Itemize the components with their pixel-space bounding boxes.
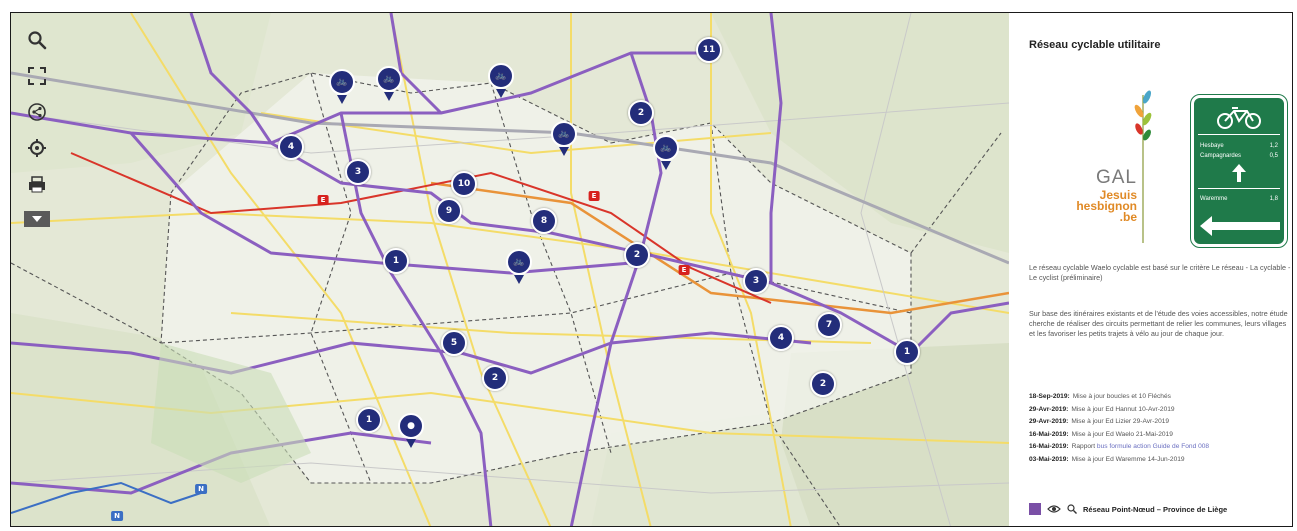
update-date: 18-Sep-2019: xyxy=(1029,393,1070,400)
map-marker[interactable]: 9 xyxy=(436,198,462,224)
bike-pin[interactable]: 🚲 xyxy=(488,63,514,98)
panel-title: Réseau cyclable utilitaire xyxy=(1029,39,1161,51)
arrow-up-icon xyxy=(1232,164,1246,182)
locate-button[interactable] xyxy=(24,135,50,161)
gal-logo-line1: GAL xyxy=(1095,167,1137,188)
location-icon: ● xyxy=(398,413,424,439)
gal-logo-line4: .be xyxy=(1119,210,1137,224)
road-shield: N xyxy=(195,484,207,494)
sign-row-label: Campagnardes xyxy=(1200,153,1242,159)
update-text: Mise à jour Ed Lizier 29-Avr-2019 xyxy=(1071,418,1170,425)
update-item: 18-Sep-2019:Mise à jour boucles et 10 Fl… xyxy=(1029,391,1291,404)
sign-row: Waremme 1,8 xyxy=(1200,196,1278,202)
sign-row-value: 0,5 xyxy=(1269,153,1278,159)
bike-pin[interactable]: 🚲 xyxy=(506,249,532,284)
legend-swatch xyxy=(1029,503,1041,515)
update-item: 16-Mai-2019:Mise à jour Ed Waelo 21-Mai-… xyxy=(1029,429,1291,442)
road-shield: E xyxy=(678,265,690,275)
share-button[interactable] xyxy=(24,99,50,125)
map-marker[interactable]: 2 xyxy=(624,242,650,268)
map-marker[interactable]: 3 xyxy=(345,159,371,185)
update-text: Mise à jour Ed Hannut 10-Avr-2019 xyxy=(1071,405,1175,413)
eye-icon[interactable] xyxy=(1047,504,1061,514)
map-marker[interactable]: 5 xyxy=(441,330,467,356)
search-icon xyxy=(28,31,47,50)
location-pin[interactable]: ● xyxy=(398,413,424,448)
update-text: Rapport xyxy=(1071,443,1096,450)
collapse-button[interactable] xyxy=(24,211,50,227)
update-item: 29-Avr-2019:Mise à jour Ed Lizier 29-Avr… xyxy=(1029,416,1291,429)
route-sign: Hesbaye 1,2 Campagnardes 0,5 Waremme 1,8 xyxy=(1190,94,1288,248)
legend-label: Réseau Point-Nœud – Province de Liège xyxy=(1083,504,1228,514)
update-link[interactable]: bus formule action Guide de Fond 008 xyxy=(1096,443,1210,450)
gal-logo-line3: hesbignon xyxy=(1076,199,1137,213)
sign-row: Campagnardes 0,5 xyxy=(1200,153,1278,159)
map-marker[interactable]: 1 xyxy=(383,248,409,274)
bike-pin[interactable]: 🚲 xyxy=(551,121,577,156)
panel-description: Sur base des itinéraires existants et de… xyxy=(1029,309,1288,338)
bike-pin[interactable]: 🚲 xyxy=(376,66,402,101)
map-toolbar xyxy=(23,27,51,227)
road-shield: E xyxy=(317,195,329,205)
map-marker[interactable]: 4 xyxy=(768,325,794,351)
update-date: 16-Mai-2019: xyxy=(1029,443,1069,450)
bike-pin[interactable]: 🚲 xyxy=(329,69,355,104)
map-marker[interactable]: 2 xyxy=(482,365,508,391)
print-button[interactable] xyxy=(24,171,50,197)
map-marker[interactable]: 7 xyxy=(816,312,842,338)
update-list: 18-Sep-2019:Mise à jour boucles et 10 Fl… xyxy=(1029,391,1291,466)
sign-row: Hesbaye 1,2 xyxy=(1200,143,1278,149)
arrow-left-icon xyxy=(1200,216,1280,236)
map-marker[interactable]: 8 xyxy=(531,208,557,234)
map-view[interactable]: 11 2 4 3 10 9 8 1 2 3 4 7 1 2 5 2 1 🚲 🚲 … xyxy=(11,13,1009,526)
map-marker[interactable]: 2 xyxy=(810,371,836,397)
update-text: Mise à jour Ed Waremme 14-Jun-2019 xyxy=(1071,455,1185,463)
update-date: 03-Mai-2019: xyxy=(1029,455,1069,463)
bike-icon: 🚲 xyxy=(329,69,355,95)
search-button[interactable] xyxy=(24,27,50,53)
chevron-down-icon xyxy=(32,216,42,222)
locate-icon xyxy=(28,139,46,157)
bike-icon: 🚲 xyxy=(376,66,402,92)
map-marker[interactable]: 2 xyxy=(628,100,654,126)
map-marker[interactable]: 1 xyxy=(356,407,382,433)
bike-icon: 🚲 xyxy=(551,121,577,147)
fullscreen-button[interactable] xyxy=(24,63,50,89)
gal-logo-line2: Jesuis xyxy=(1099,188,1137,202)
bike-pin[interactable]: 🚲 xyxy=(653,135,679,170)
map-marker[interactable]: 10 xyxy=(451,171,477,197)
map-marker[interactable]: 11 xyxy=(696,37,722,63)
update-text: Mise à jour boucles et 10 Fléchés xyxy=(1072,393,1171,400)
update-item: 03-Mai-2019:Mise à jour Ed Waremme 14-Ju… xyxy=(1029,454,1291,467)
layer-legend: Réseau Point-Nœud – Province de Liège xyxy=(1029,503,1227,515)
update-item: 16-Mai-2019:Rapport bus formule action G… xyxy=(1029,441,1291,454)
update-date: 29-Avr-2019: xyxy=(1029,418,1069,425)
road-shield: E xyxy=(588,191,600,201)
share-icon xyxy=(28,103,46,121)
sign-row-label: Waremme xyxy=(1200,196,1228,202)
update-item: 29-Avr-2019:Mise à jour Ed Hannut 10-Avr… xyxy=(1029,404,1291,417)
bike-icon: 🚲 xyxy=(488,63,514,89)
fullscreen-icon xyxy=(28,67,46,85)
road-shield: N xyxy=(111,511,123,521)
sign-row-value: 1,2 xyxy=(1269,143,1278,149)
print-icon xyxy=(29,176,45,193)
map-marker[interactable]: 3 xyxy=(743,268,769,294)
panel-intro: Le réseau cyclable Waelo cyclable est ba… xyxy=(1029,263,1291,282)
leaf-icon xyxy=(1134,90,1152,243)
sign-row-label: Hesbaye xyxy=(1200,143,1224,149)
sign-row-value: 1,8 xyxy=(1269,196,1278,202)
map-marker[interactable]: 4 xyxy=(278,134,304,160)
update-date: 16-Mai-2019: xyxy=(1029,430,1069,438)
map-marker[interactable]: 1 xyxy=(894,339,920,365)
update-date: 29-Avr-2019: xyxy=(1029,405,1069,413)
update-text: Mise à jour Ed Waelo 21-Mai-2019 xyxy=(1071,430,1173,438)
info-panel: Réseau cyclable utilitaire GAL Jesuis he… xyxy=(1021,13,1291,526)
bike-icon: 🚲 xyxy=(506,249,532,275)
bicycle-icon xyxy=(1217,107,1261,129)
bike-icon: 🚲 xyxy=(653,135,679,161)
search-icon[interactable] xyxy=(1067,504,1077,514)
gal-logo: GAL Jesuis hesbignon .be xyxy=(1061,83,1171,253)
app-frame: 11 2 4 3 10 9 8 1 2 3 4 7 1 2 5 2 1 🚲 🚲 … xyxy=(10,12,1293,527)
